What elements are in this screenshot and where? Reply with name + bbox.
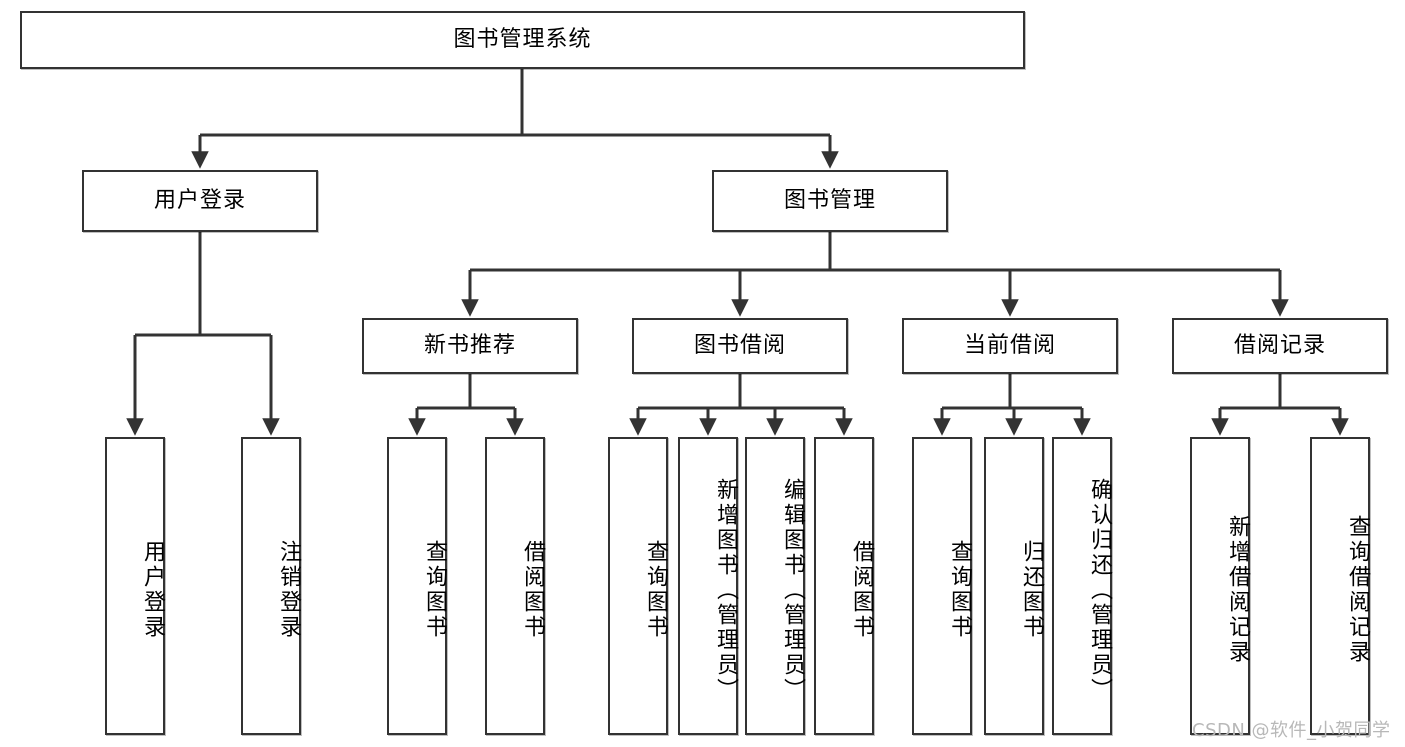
node-book-borrow-label: 图书借阅 (693, 333, 786, 358)
node-book-management-label: 图书管理 (783, 188, 876, 213)
leaf-newbook-query-book-label: 查询图书 (422, 540, 447, 640)
leaf-borrow-lend-book[interactable]: 借阅图书 (814, 437, 874, 735)
leaf-borrow-add-book-admin[interactable]: 新增图书（管理员） (678, 437, 738, 735)
leaf-newbook-query-book[interactable]: 查询图书 (387, 437, 447, 735)
leaf-user-login-label: 用户登录 (140, 540, 165, 640)
node-book-borrow[interactable]: 图书借阅 (632, 318, 848, 374)
leaf-current-return-book-label: 归还图书 (1019, 540, 1044, 640)
leaf-user-logout[interactable]: 注销登录 (241, 437, 301, 735)
leaf-borrow-query-book-label: 查询图书 (643, 540, 668, 640)
node-new-book-recommend-label: 新书推荐 (423, 333, 516, 358)
node-current-borrow-label: 当前借阅 (963, 333, 1056, 358)
leaf-borrow-add-book-admin-label: 新增图书（管理员） (713, 477, 738, 703)
node-user-login[interactable]: 用户登录 (82, 170, 318, 232)
leaf-newbook-borrow-book[interactable]: 借阅图书 (485, 437, 545, 735)
node-current-borrow[interactable]: 当前借阅 (902, 318, 1118, 374)
leaf-newbook-borrow-book-label: 借阅图书 (520, 540, 545, 640)
leaf-current-query-book-label: 查询图书 (947, 540, 972, 640)
node-book-management[interactable]: 图书管理 (712, 170, 948, 232)
leaf-current-return-book[interactable]: 归还图书 (984, 437, 1044, 735)
leaf-borrow-edit-book-admin-label: 编辑图书（管理员） (780, 477, 805, 703)
leaf-records-query-record-label: 查询借阅记录 (1345, 515, 1370, 665)
leaf-records-query-record[interactable]: 查询借阅记录 (1310, 437, 1370, 735)
leaf-records-add-record[interactable]: 新增借阅记录 (1190, 437, 1250, 735)
leaf-user-logout-label: 注销登录 (276, 540, 301, 640)
leaf-current-confirm-return-admin[interactable]: 确认归还（管理员） (1052, 437, 1112, 735)
watermark-csdn: CSDN @软件_小贺同学 (1192, 720, 1391, 741)
node-root-label: 图书管理系统 (453, 27, 592, 52)
leaf-current-query-book[interactable]: 查询图书 (912, 437, 972, 735)
leaf-user-login[interactable]: 用户登录 (105, 437, 165, 735)
leaf-borrow-edit-book-admin[interactable]: 编辑图书（管理员） (745, 437, 805, 735)
node-borrow-records[interactable]: 借阅记录 (1172, 318, 1388, 374)
node-root[interactable]: 图书管理系统 (20, 11, 1025, 69)
leaf-borrow-lend-book-label: 借阅图书 (849, 540, 874, 640)
leaf-borrow-query-book[interactable]: 查询图书 (608, 437, 668, 735)
node-new-book-recommend[interactable]: 新书推荐 (362, 318, 578, 374)
node-user-login-label: 用户登录 (153, 188, 246, 213)
leaf-current-confirm-return-admin-label: 确认归还（管理员） (1087, 477, 1112, 703)
leaf-records-add-record-label: 新增借阅记录 (1225, 515, 1250, 665)
node-borrow-records-label: 借阅记录 (1233, 333, 1326, 358)
